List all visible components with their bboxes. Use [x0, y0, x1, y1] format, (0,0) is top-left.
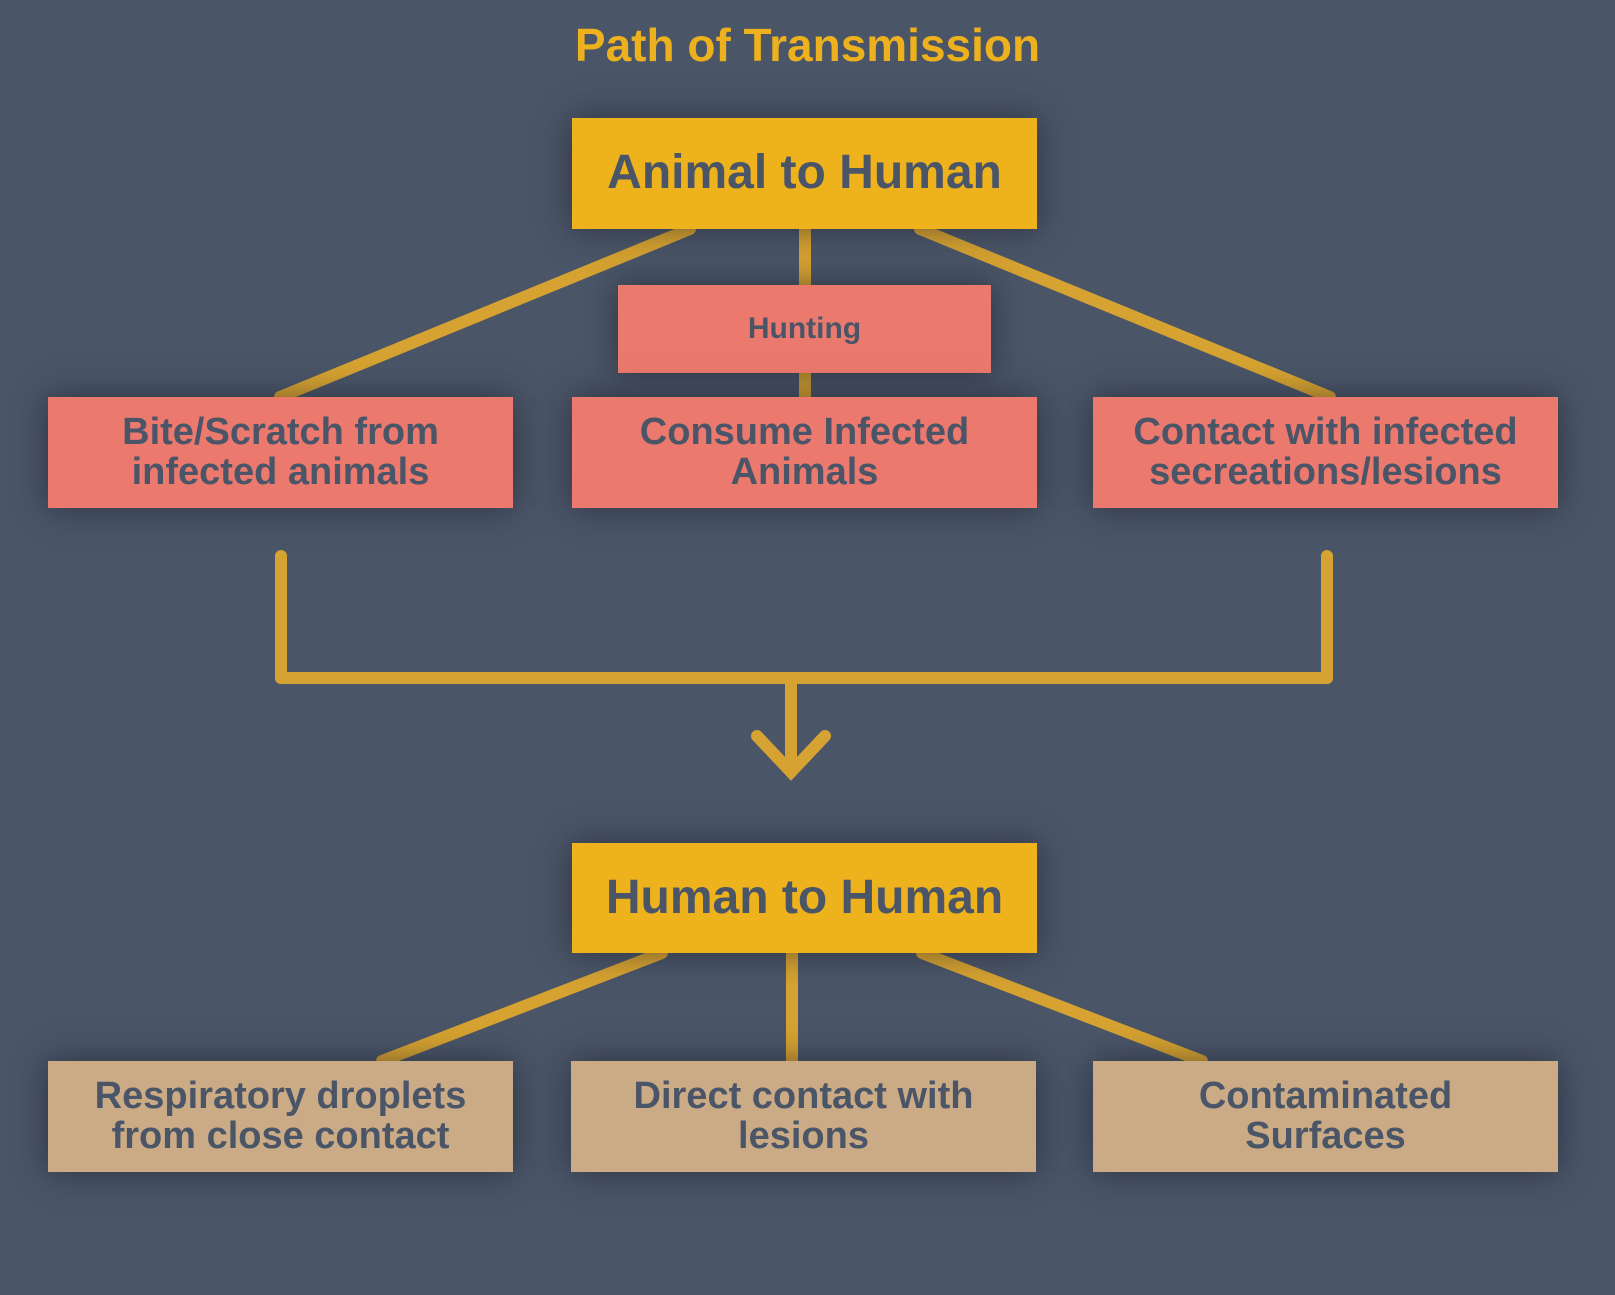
route-respiratory-droplets: Respiratory droplets from close contact [48, 1061, 513, 1172]
route-label: Contact with infected secreations/lesion… [1133, 410, 1518, 493]
animal-to-human-node: Animal to Human [572, 118, 1037, 229]
route-bite-scratch: Bite/Scratch from infected animals [48, 397, 513, 508]
route-label: Bite/Scratch from infected animals [122, 410, 439, 493]
route-label: Consume Infected Animals [639, 410, 970, 493]
route-contaminated-surfaces: Contaminated Surfaces [1093, 1061, 1558, 1172]
route-label: Direct contact with lesions [633, 1074, 974, 1157]
route-label: Respiratory droplets from close contact [94, 1074, 467, 1157]
hunting-node: Hunting [618, 285, 991, 373]
connector-line [376, 947, 668, 1067]
route-label: Contaminated Surfaces [1198, 1074, 1453, 1157]
connector-line [916, 947, 1208, 1067]
diagram-title: Path of Transmission [574, 19, 1041, 71]
route-contact-secretions: Contact with infected secreations/lesion… [1093, 397, 1558, 508]
route-direct-contact: Direct contact with lesions [571, 1061, 1036, 1172]
connector-line [914, 223, 1336, 403]
human-to-human-node: Human to Human [572, 843, 1037, 953]
arrow-down-icon [751, 730, 831, 781]
route-consume-infected: Consume Infected Animals [572, 397, 1037, 508]
connector-line [274, 223, 696, 403]
